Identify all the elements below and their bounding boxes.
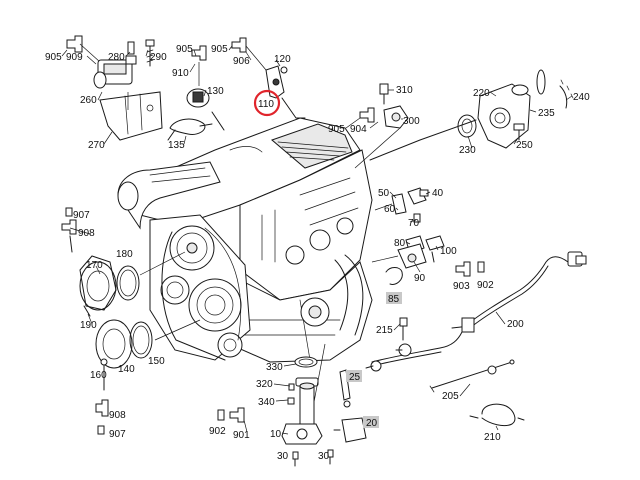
label-235: 235 bbox=[538, 108, 555, 119]
label-908a: 908 bbox=[78, 228, 95, 239]
label-60: 60 bbox=[384, 204, 396, 215]
camshaft-sensor-group bbox=[231, 37, 306, 119]
box-25 bbox=[346, 370, 362, 382]
label-902a: 902 bbox=[477, 280, 494, 291]
label-70: 70 bbox=[408, 218, 420, 229]
label-140: 140 bbox=[118, 364, 135, 375]
pressure-sensor-group bbox=[354, 83, 409, 169]
label-910: 910 bbox=[172, 68, 189, 79]
label-905b: 905 bbox=[176, 44, 193, 55]
label-110: 110 bbox=[258, 99, 274, 110]
box-85 bbox=[386, 292, 402, 304]
vacuum-valve-group bbox=[66, 35, 163, 141]
label-240: 240 bbox=[573, 92, 590, 103]
label-215: 215 bbox=[376, 325, 393, 336]
label-130: 130 bbox=[207, 86, 224, 97]
knock-harness-group bbox=[365, 317, 463, 372]
label-904: 904 bbox=[350, 124, 367, 135]
callout-labels: 905 909 280 290 260 270 905 910 130 135 … bbox=[45, 44, 590, 462]
label-901: 901 bbox=[233, 430, 250, 441]
label-180: 180 bbox=[116, 249, 133, 260]
label-50: 50 bbox=[378, 188, 390, 199]
oil-level-sensor-group bbox=[217, 343, 367, 467]
label-905a: 905 bbox=[45, 52, 62, 63]
label-903: 903 bbox=[453, 281, 470, 292]
label-905c: 905 bbox=[211, 44, 228, 55]
connector-903-group bbox=[455, 261, 485, 277]
label-30a: 30 bbox=[277, 451, 289, 462]
oil-filter-group bbox=[95, 319, 201, 435]
label-220: 220 bbox=[473, 88, 490, 99]
label-230: 230 bbox=[459, 145, 476, 156]
wire-205 bbox=[429, 359, 515, 393]
label-908b: 908 bbox=[109, 410, 126, 421]
label-260: 260 bbox=[80, 95, 97, 106]
label-280: 280 bbox=[108, 52, 125, 63]
label-40: 40 bbox=[432, 188, 444, 199]
label-160: 160 bbox=[90, 370, 107, 381]
label-250: 250 bbox=[516, 140, 533, 151]
engine-assembly: V6 bbox=[117, 117, 373, 363]
label-80: 80 bbox=[394, 238, 406, 249]
label-300: 300 bbox=[403, 116, 420, 127]
label-170: 170 bbox=[86, 260, 103, 271]
label-150: 150 bbox=[148, 356, 165, 367]
label-902b: 902 bbox=[209, 426, 226, 437]
clamp-210 bbox=[469, 403, 525, 427]
label-909: 909 bbox=[66, 52, 83, 63]
knock-sensor-group bbox=[371, 235, 445, 285]
label-20: 20 bbox=[366, 418, 378, 429]
fuel-line-group bbox=[374, 187, 429, 223]
label-190: 190 bbox=[80, 320, 97, 331]
label-85: 85 bbox=[388, 294, 400, 305]
label-310: 310 bbox=[396, 85, 413, 96]
label-30b: 30 bbox=[318, 451, 330, 462]
label-907b: 907 bbox=[109, 429, 126, 440]
sensor-clamp-group bbox=[167, 45, 225, 141]
label-906: 906 bbox=[233, 56, 250, 67]
water-pump-group bbox=[61, 207, 186, 317]
sensor-harness-200 bbox=[451, 251, 587, 333]
label-25: 25 bbox=[349, 372, 361, 383]
label-205: 205 bbox=[442, 391, 459, 402]
label-905d: 905 bbox=[328, 124, 345, 135]
label-270: 270 bbox=[88, 140, 105, 151]
label-290: 290 bbox=[150, 52, 167, 63]
callout-110-highlight bbox=[253, 89, 281, 117]
label-10: 10 bbox=[270, 429, 282, 440]
label-135: 135 bbox=[168, 140, 185, 151]
box-20 bbox=[363, 416, 379, 428]
label-200: 200 bbox=[507, 319, 524, 330]
label-100: 100 bbox=[440, 246, 457, 257]
thermostat-housing-group bbox=[369, 69, 574, 161]
leader-ticks bbox=[61, 45, 573, 435]
label-120: 120 bbox=[274, 54, 291, 65]
label-907a: 907 bbox=[73, 210, 90, 221]
label-210: 210 bbox=[484, 432, 501, 443]
label-340: 340 bbox=[258, 397, 275, 408]
label-320: 320 bbox=[256, 379, 273, 390]
label-330: 330 bbox=[266, 362, 283, 373]
label-90: 90 bbox=[414, 273, 426, 284]
